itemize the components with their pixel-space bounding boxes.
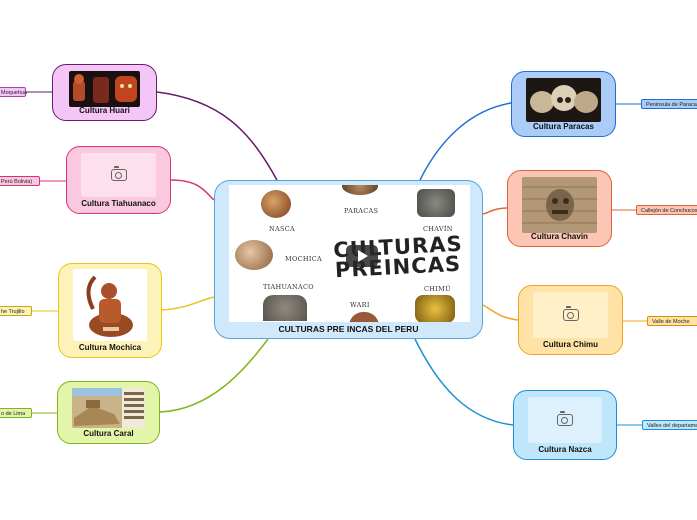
camera-icon — [562, 306, 579, 321]
chimu-thumb — [415, 295, 455, 322]
tag-caral[interactable]: o de Lima — [0, 408, 32, 418]
node-cultura-chavin[interactable]: Cultura Chavin — [507, 170, 612, 247]
chavin-thumb — [417, 189, 455, 217]
tiahuanaco-image-placeholder — [81, 153, 156, 197]
chavin-label: Cultura Chavin — [531, 232, 588, 241]
caption-paracas: PARACAS — [344, 207, 379, 215]
camera-icon — [557, 411, 573, 426]
caption-chimu: CHIMÚ — [424, 285, 451, 293]
chimu-label: Cultura Chimu — [542, 340, 599, 349]
caption-chavin: CHAVÍN — [423, 225, 453, 233]
paracas-image — [526, 78, 601, 122]
tag-chimu[interactable]: Valle de Moche — [647, 316, 697, 326]
node-cultura-chimu[interactable]: Cultura Chimu — [518, 285, 623, 355]
tag-nazca[interactable]: Valles del departamento — [642, 420, 697, 430]
mochica-image — [73, 269, 147, 341]
caption-mochica: MOCHICA — [285, 255, 322, 263]
tag-tiahuanaco[interactable]: Perú Bolivia) — [0, 176, 40, 186]
huari-image — [69, 71, 140, 107]
node-cultura-nazca[interactable]: Cultura Nazca — [513, 390, 617, 460]
central-topic[interactable]: NASCA PARACAS CHAVÍN MOCHICA CULTURAS PR… — [214, 180, 483, 339]
caption-tiahuanaco: TIAHUANACO — [263, 283, 314, 291]
tag-huari[interactable]: Moquehua — [0, 87, 27, 97]
tag-chavin[interactable]: Callejón de Conchucos — [636, 205, 697, 215]
chimu-image-placeholder — [533, 292, 608, 338]
tiahuanaco-thumb — [263, 295, 307, 321]
caption-nasca: NASCA — [269, 225, 296, 233]
caption-wari: WARI — [350, 301, 370, 309]
nazca-image-placeholder — [528, 397, 602, 443]
wari-thumb — [349, 312, 379, 322]
tag-mochica[interactable]: he Trujillo — [0, 306, 32, 316]
node-cultura-tiahuanaco[interactable]: Cultura Tiahuanaco — [66, 146, 171, 214]
nasca-thumb — [261, 190, 291, 218]
mochica-thumb — [235, 240, 273, 270]
nazca-label: Cultura Nazca — [538, 445, 592, 454]
play-icon[interactable] — [346, 245, 378, 267]
node-cultura-huari[interactable]: Cultura Huari — [52, 64, 157, 121]
camera-icon — [110, 166, 127, 181]
chavin-image — [522, 177, 597, 233]
paracas-label: Cultura Paracas — [533, 122, 594, 131]
central-topic-label: CULTURAS PRE INCAS DEL PERU — [278, 324, 419, 334]
huari-label: Cultura Huari — [79, 106, 130, 115]
tiahuanaco-label: Cultura Tiahuanaco — [81, 199, 156, 208]
mochica-label: Cultura Mochica — [78, 343, 142, 352]
paracas-thumb — [342, 185, 378, 195]
node-cultura-caral[interactable]: Cultura Caral — [57, 381, 160, 444]
tag-paracas[interactable]: Peninsula de Paracas — [641, 99, 697, 109]
caral-label: Cultura Caral — [83, 429, 134, 438]
caral-image — [72, 388, 145, 428]
node-cultura-paracas[interactable]: Cultura Paracas — [511, 71, 616, 137]
central-image: NASCA PARACAS CHAVÍN MOCHICA CULTURAS PR… — [229, 185, 470, 322]
node-cultura-mochica[interactable]: Cultura Mochica — [58, 263, 162, 358]
